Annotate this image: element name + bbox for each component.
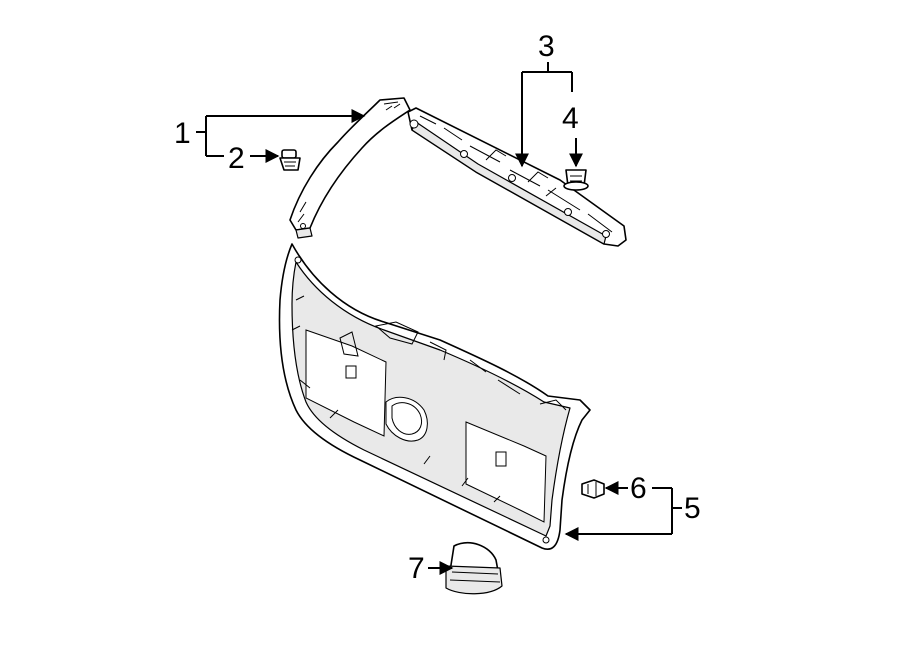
retainer-part-6 (581, 479, 605, 499)
callout-7: 7 (408, 552, 425, 585)
cap-part-7 (445, 542, 503, 595)
callout-2: 2 (228, 142, 245, 175)
retainer-part-4 (563, 169, 589, 191)
clip-part-2 (279, 149, 301, 171)
callout-1: 1 (174, 117, 191, 150)
header-trim-strip-part (407, 107, 627, 247)
callout-3: 3 (538, 30, 555, 63)
callout-6: 6 (630, 472, 647, 505)
leader-lines (196, 62, 682, 575)
callout-4: 4 (562, 102, 579, 135)
pillar-trim-part (289, 97, 411, 239)
callout-5: 5 (684, 492, 701, 525)
liftgate-panel-part (278, 243, 591, 550)
